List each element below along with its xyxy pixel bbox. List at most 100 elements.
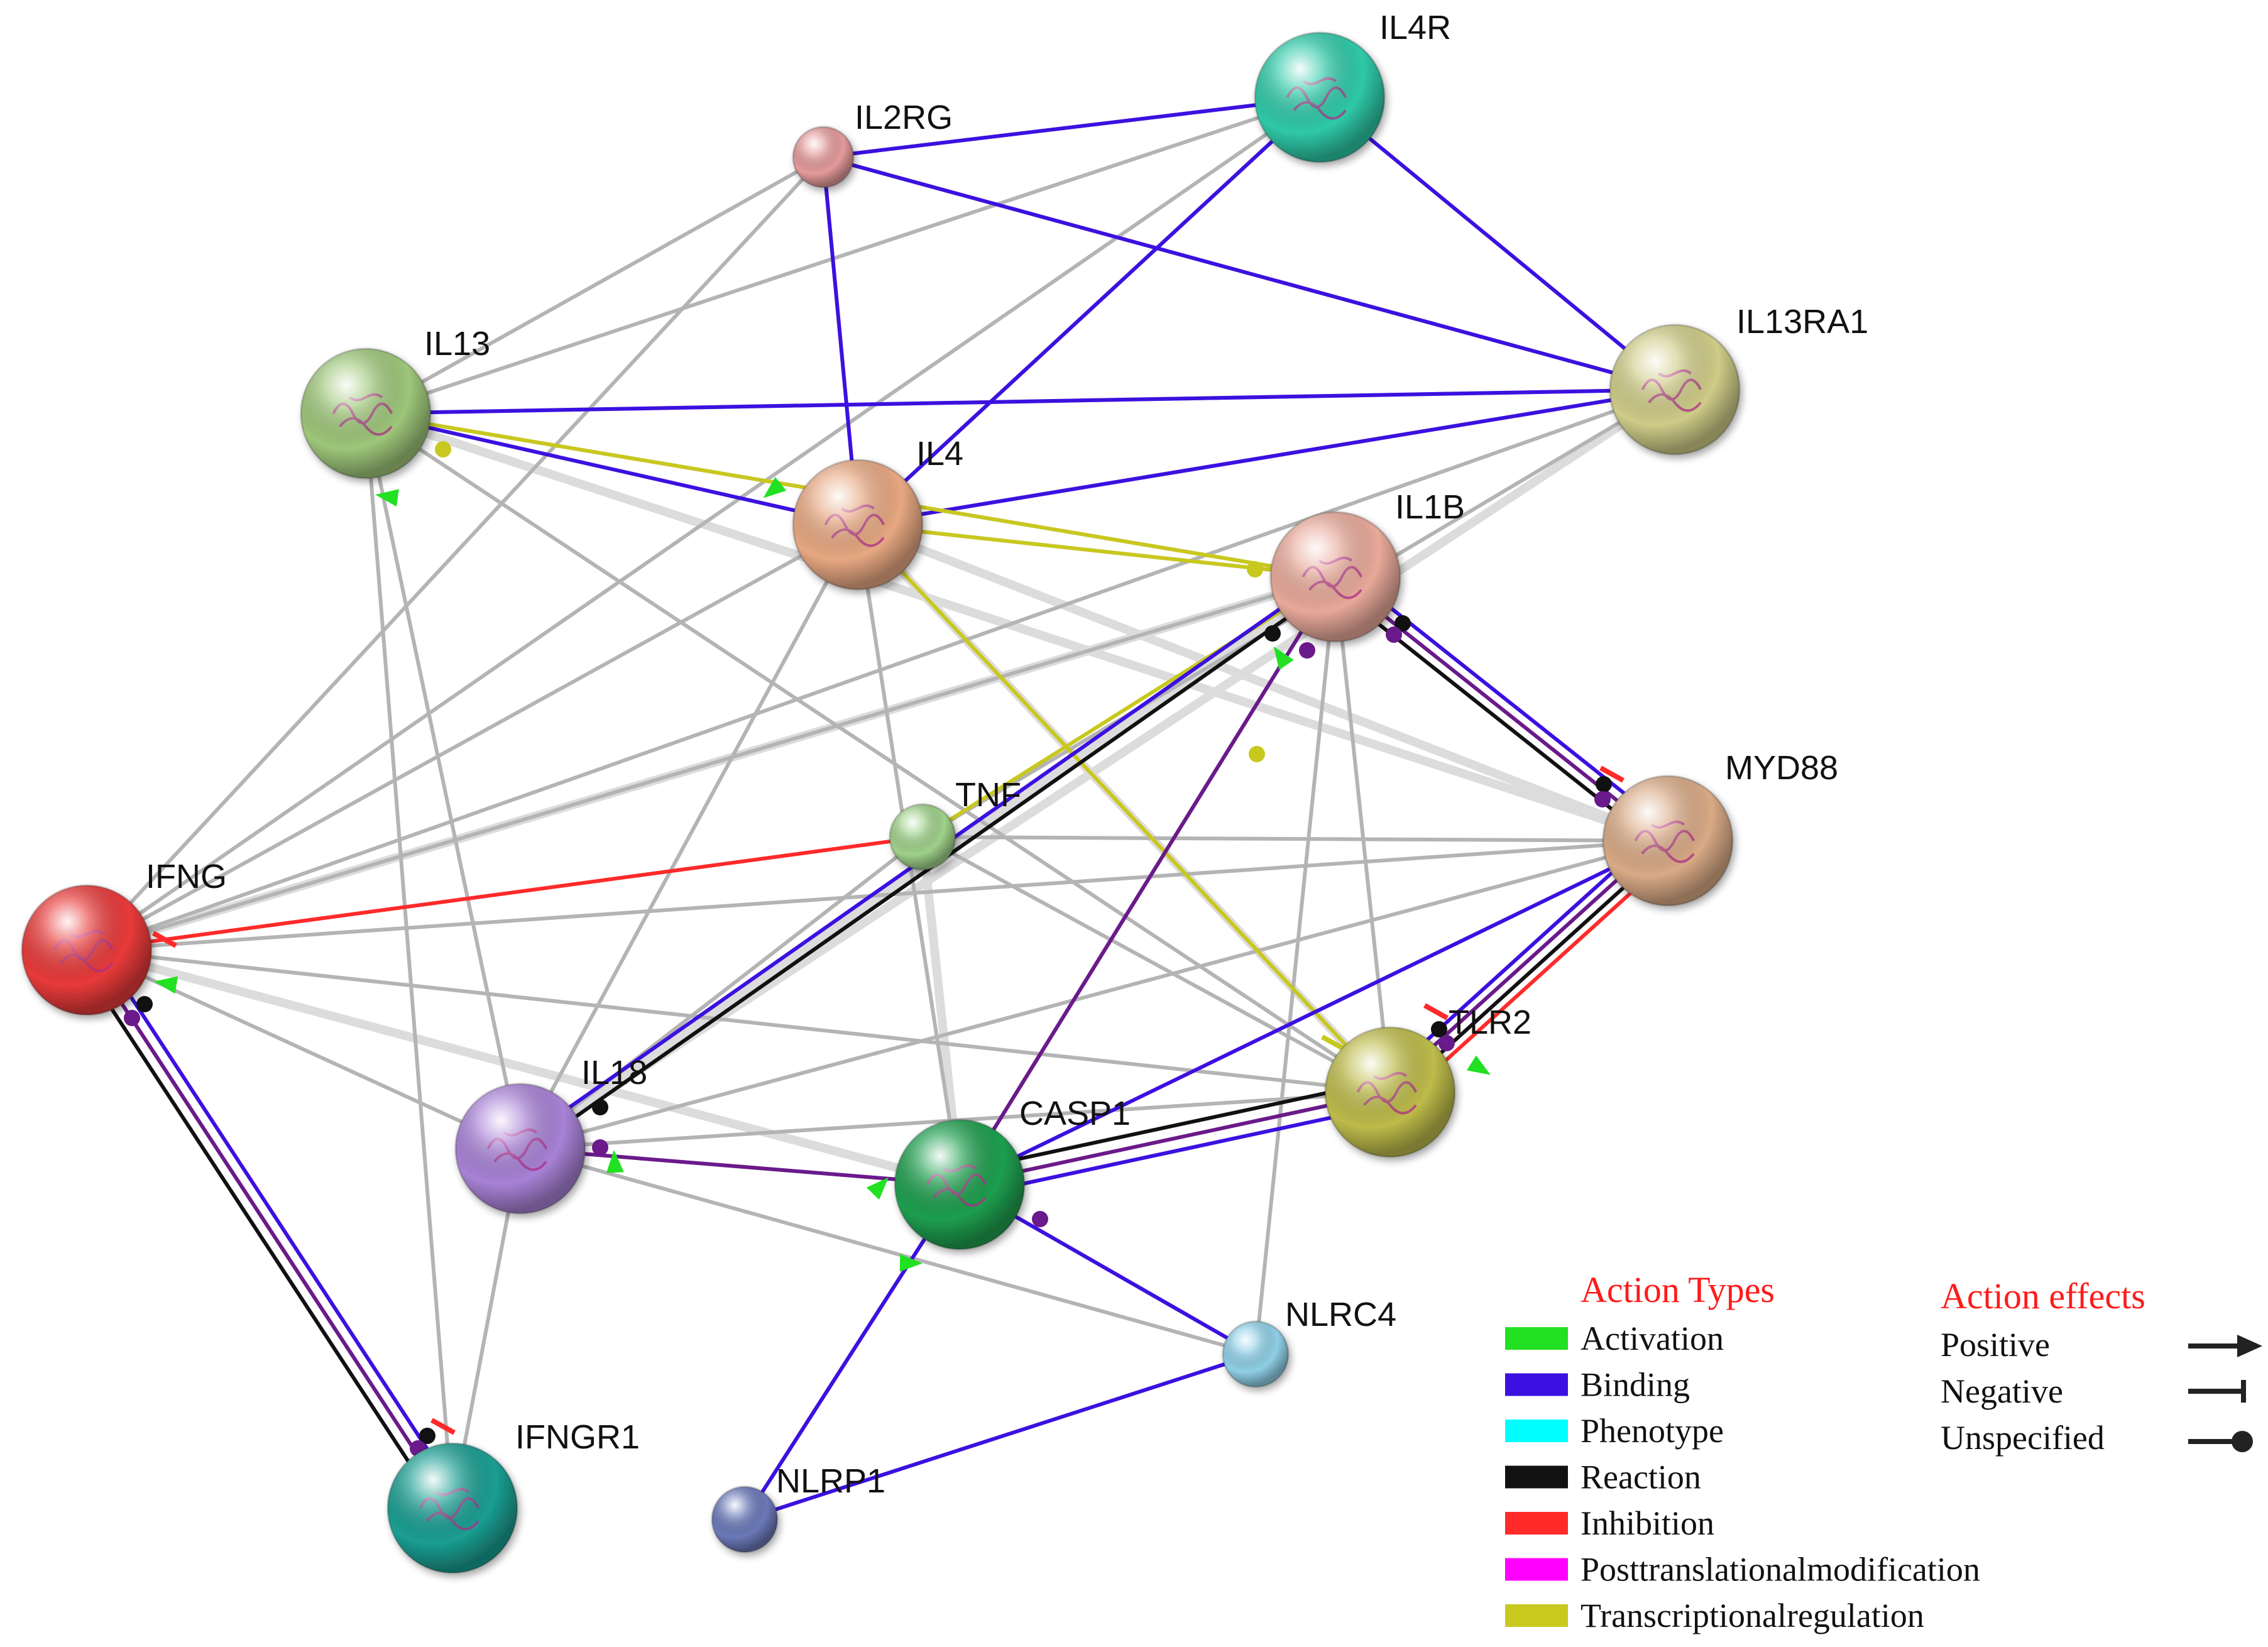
legend-swatch-reaction xyxy=(1505,1465,1568,1489)
node-highlight xyxy=(1325,1027,1455,1157)
edge-end-dot-icon xyxy=(136,996,153,1012)
action-edge-casp1-il1b xyxy=(958,576,1337,1186)
node-il2rg[interactable] xyxy=(792,126,855,189)
edge-arrow-icon xyxy=(763,477,787,498)
node-il4r[interactable] xyxy=(1254,31,1386,163)
action-edge-myd88-casp1 xyxy=(958,839,1669,1186)
evidence-edge-myd88-il18 xyxy=(520,839,1668,1151)
edge-end-dot-icon xyxy=(1394,615,1411,632)
node-il13[interactable] xyxy=(300,347,432,479)
legend-action-effects: Positive Negative Unspecified xyxy=(1941,1326,2262,1457)
edge-end-dot-icon xyxy=(1594,791,1611,807)
node-label-il18: IL18 xyxy=(581,1054,647,1092)
evidence-edge-il2rg-ifng xyxy=(85,155,825,952)
node-highlight xyxy=(1223,1321,1288,1387)
edge-end-dot-icon xyxy=(592,1099,608,1115)
action-edge-il4-tlr2 xyxy=(856,523,1392,1094)
node-ifngr1[interactable] xyxy=(386,1442,518,1574)
node-label-nlrc4: NLRC4 xyxy=(1285,1296,1396,1333)
evidence-edge-il13-tlr2 xyxy=(364,412,1391,1094)
action-edge-il4-il13ra1 xyxy=(857,388,1675,527)
node-label-nlrp1: NLRP1 xyxy=(776,1462,885,1500)
node-nlrp1[interactable] xyxy=(711,1486,779,1553)
evidence-edge-il4-ifng xyxy=(85,523,859,952)
evidence-edge-il1b-nlrc4 xyxy=(1254,576,1337,1355)
node-highlight xyxy=(388,1443,517,1573)
legend-effect-positive-label: Positive xyxy=(1941,1326,2050,1364)
edge-end-dot-icon xyxy=(1431,1021,1447,1037)
evidence-edge-il4r-ifng xyxy=(85,96,1321,952)
node-label-ifngr1: IFNGR1 xyxy=(515,1418,640,1456)
edge-bar-end-icon xyxy=(1599,765,1624,783)
node-il13ra1[interactable] xyxy=(1609,324,1741,456)
node-highlight xyxy=(1255,33,1384,162)
node-myd88[interactable] xyxy=(1602,775,1734,907)
node-il1b[interactable] xyxy=(1269,511,1401,643)
dot-end-icon xyxy=(2188,1431,2253,1452)
action-edge-ifng-ifngr1 xyxy=(85,949,454,1509)
action-edge-nlrp1-nlrc4 xyxy=(744,1352,1256,1521)
node-highlight xyxy=(793,127,853,187)
edge-end-dot-icon xyxy=(1264,625,1281,642)
action-edge-il2rg-il13ra1 xyxy=(823,155,1675,391)
legend-type-label: Posttranslationalmodification xyxy=(1580,1551,1980,1589)
legend-type-label: Activation xyxy=(1580,1320,1724,1357)
evidence-edge-il2rg-il13 xyxy=(364,155,824,415)
action-edge-ifng-ifngr1 xyxy=(75,955,445,1516)
evidence-edge-ifng-casp1 xyxy=(82,946,964,1189)
node-highlight xyxy=(301,349,430,478)
bar-end-icon xyxy=(2188,1380,2246,1403)
evidence-edge-ifng-myd88 xyxy=(86,839,1668,952)
node-highlight xyxy=(793,460,923,589)
edge-end-dot-icon xyxy=(1032,1211,1048,1227)
protein-nodes: IL4RIL2RGIL13RA1IL13IL4IL1BTNFMYD88IFNGT… xyxy=(21,9,1868,1574)
edge-arrow-icon xyxy=(1273,646,1294,670)
edge-arrow-icon xyxy=(1467,1055,1491,1075)
evidence-edge-il13-myd88 xyxy=(361,409,1672,845)
edge-end-dot-icon xyxy=(419,1428,436,1444)
node-highlight xyxy=(1271,512,1400,642)
evidence-edge-il18-nlrc4 xyxy=(520,1147,1256,1356)
legend-swatch-transcriptionalregulation xyxy=(1505,1604,1568,1627)
action-edge-il4r-il2rg xyxy=(823,96,1320,159)
evidence-edge-il4-il18 xyxy=(518,523,860,1150)
node-il18[interactable] xyxy=(454,1083,586,1215)
node-label-il2rg: IL2RG xyxy=(855,99,953,136)
evidence-edge-ifng-tlr2 xyxy=(86,948,1391,1094)
edge-end-dot-icon xyxy=(1596,776,1612,792)
edge-end-dot-icon xyxy=(1386,627,1402,643)
evidence-edge-il4-myd88 xyxy=(853,520,1672,845)
legend-swatch-activation xyxy=(1505,1327,1568,1350)
legend-type-label: Binding xyxy=(1580,1366,1690,1404)
node-label-il13: IL13 xyxy=(424,325,490,363)
evidence-edge-tnf-myd88 xyxy=(922,835,1668,843)
evidence-edge-il1b-tlr2 xyxy=(1334,576,1392,1093)
node-tlr2[interactable] xyxy=(1324,1026,1456,1158)
node-nlrc4[interactable] xyxy=(1222,1320,1290,1388)
legend-type-label: Reaction xyxy=(1580,1458,1701,1496)
node-label-tnf: TNF xyxy=(955,776,1021,814)
node-casp1[interactable] xyxy=(894,1119,1026,1250)
action-edge-il1b-myd88 xyxy=(1334,575,1669,843)
action-edge-nlrp1-casp1 xyxy=(743,1183,961,1521)
node-highlight xyxy=(712,1487,777,1552)
legend-type-label: Inhibition xyxy=(1580,1504,1714,1542)
node-highlight xyxy=(1603,776,1733,906)
node-ifng[interactable] xyxy=(21,884,153,1016)
edge-bar-end-icon xyxy=(1321,1034,1346,1052)
evidence-edge-il4r-il13 xyxy=(365,96,1320,415)
node-label-il13ra1: IL13RA1 xyxy=(1736,303,1868,341)
action-edge-il13-il13ra1 xyxy=(365,388,1675,415)
action-edge-tnf-ifng xyxy=(86,835,923,952)
action-edges xyxy=(75,96,1679,1521)
action-edge-il4r-il4 xyxy=(856,96,1322,527)
evidence-edge-tnf-tlr2 xyxy=(921,835,1391,1094)
edge-arrow-icon xyxy=(154,976,178,994)
legend-action-types: ActivationBindingPhenotypeReactionInhibi… xyxy=(1505,1320,1980,1634)
node-il4[interactable] xyxy=(792,459,924,591)
node-tnf[interactable] xyxy=(889,803,956,871)
evidence-edge-il13ra1-ifng xyxy=(86,388,1675,952)
edge-arrow-icon xyxy=(606,1150,624,1173)
